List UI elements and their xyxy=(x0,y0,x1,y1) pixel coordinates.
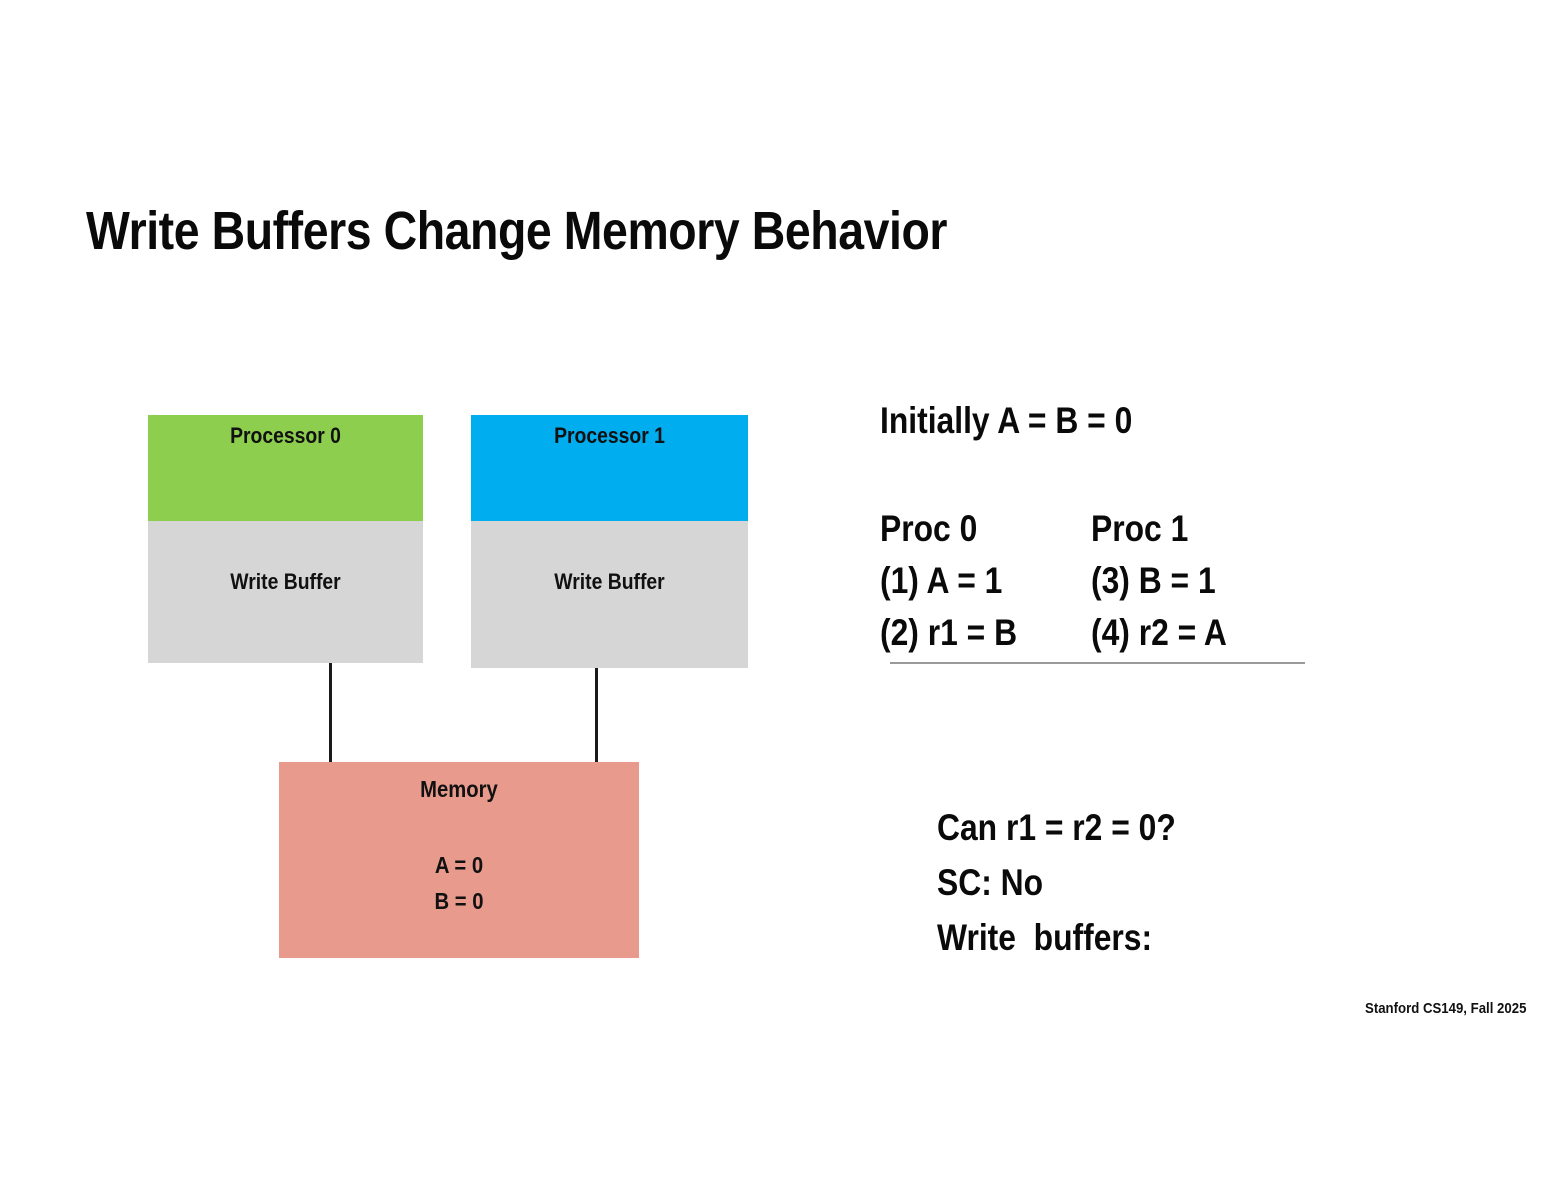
processor-0-unit: Processor 0 Write Buffer xyxy=(148,415,423,663)
code-block-divider xyxy=(890,662,1305,664)
page-title: Write Buffers Change Memory Behavior xyxy=(86,201,948,261)
proc1-code-column: Proc 1 (3) B = 1 (4) r2 = A xyxy=(1091,508,1227,653)
initial-conditions-line: Initially A = B = 0 xyxy=(880,400,1133,441)
processor-1-core: Processor 1 xyxy=(471,415,748,521)
slide-footer: Stanford CS149, Fall 2025 xyxy=(1364,1000,1526,1017)
processor-0-write-buffer-label: Write Buffer xyxy=(230,569,341,594)
connector-processor0-memory xyxy=(329,663,332,773)
memory-value-b: B = 0 xyxy=(434,888,484,914)
question-block: Can r1 = r2 = 0? SC: No Write buffers: xyxy=(937,807,1176,958)
connector-processor1-memory xyxy=(595,668,598,773)
processor-1-write-buffer-label: Write Buffer xyxy=(554,569,665,594)
processor-1-write-buffer: Write Buffer xyxy=(471,521,748,668)
memory-box: Memory A = 0 B = 0 xyxy=(279,762,639,958)
processor-0-write-buffer: Write Buffer xyxy=(148,521,423,663)
processor-0-label: Processor 0 xyxy=(230,423,341,448)
processor-0-core: Processor 0 xyxy=(148,415,423,521)
memory-value-a: A = 0 xyxy=(434,852,484,878)
processor-1-unit: Processor 1 Write Buffer xyxy=(471,415,748,668)
processor-1-label: Processor 1 xyxy=(554,423,665,448)
memory-label: Memory xyxy=(420,776,498,802)
proc0-code-column: Proc 0 (1) A = 1 (2) r1 = B xyxy=(880,508,1018,653)
